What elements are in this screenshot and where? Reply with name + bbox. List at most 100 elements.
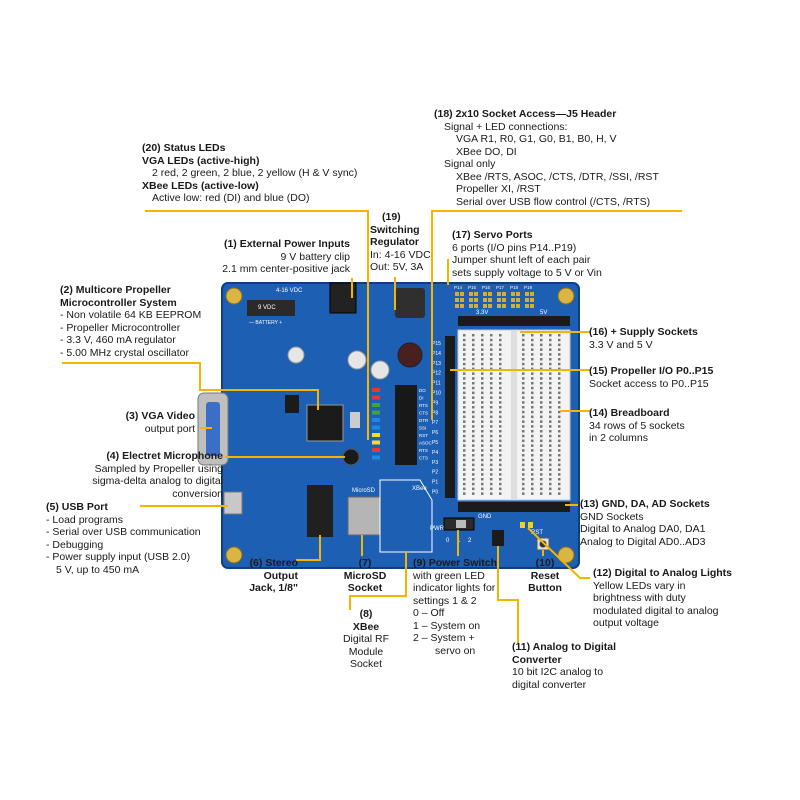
breadboard-socket (531, 377, 534, 380)
annotation-15-title: (15) Propeller I/O P0..P15 (589, 365, 714, 377)
breadboard-socket (522, 343, 525, 347)
breadboard-socket (540, 473, 543, 476)
j5-pin-label: RTS (419, 448, 428, 453)
breadboard-socket (490, 492, 493, 495)
breadboard-socket (481, 473, 484, 476)
annotation-12-line: output voltage (593, 617, 659, 629)
breadboard-socket (481, 415, 484, 419)
annotation-2-title: (2) Multicore Propeller (60, 284, 171, 296)
breadboard-socket (490, 468, 493, 471)
breadboard-socket (472, 406, 475, 409)
breadboard-socket (472, 343, 475, 347)
breadboard-socket (490, 367, 493, 371)
servo-pin (488, 298, 492, 302)
breadboard-socket (549, 444, 552, 447)
eeprom-chip (285, 395, 299, 413)
breadboard-socket (490, 473, 493, 476)
breadboard-socket (499, 473, 502, 476)
breadboard-socket (499, 401, 502, 404)
breadboard-socket (540, 420, 543, 423)
annotation-9-line: servo on (435, 644, 476, 657)
breadboard-socket (522, 372, 525, 375)
servo-pin (511, 304, 515, 308)
breadboard-socket (499, 430, 502, 433)
annotation-5-line: - Debugging (46, 538, 104, 551)
breadboard-socket (499, 391, 502, 395)
breadboard-socket (463, 338, 466, 342)
breadboard-socket (540, 358, 543, 361)
microsd-socket (347, 496, 381, 536)
breadboard-socket (549, 406, 552, 409)
annotation-9-line: settings 1 & 2 (413, 594, 477, 607)
servo-pin (455, 292, 459, 296)
breadboard-socket (549, 415, 552, 419)
breadboard-socket (549, 372, 552, 375)
battery-rating-label: 9 VDC (258, 305, 276, 311)
status-led (372, 418, 380, 422)
breadboard-socket (499, 468, 502, 471)
annotation-17-line: 6 ports (I/O pins P14..P19) (452, 241, 577, 254)
breadboard-socket (558, 382, 561, 385)
breadboard-socket (481, 439, 484, 443)
breadboard-socket (522, 334, 525, 337)
status-led (372, 440, 380, 445)
breadboard-socket (490, 362, 493, 366)
breadboard-socket (490, 353, 493, 356)
breadboard-socket (522, 434, 525, 438)
breadboard-socket (481, 478, 484, 481)
capacitor-icon (397, 342, 423, 368)
breadboard-socket (490, 377, 493, 380)
annotation-18-line: Signal only (444, 158, 496, 170)
breadboard-socket (490, 410, 493, 414)
breadboard-socket (522, 420, 525, 423)
breadboard-socket (522, 401, 525, 404)
breadboard-socket (549, 382, 552, 385)
breadboard-socket (558, 353, 561, 356)
annotation-4-line: conversion (172, 487, 223, 500)
annotation-1-line: 2.1 mm center-positive jack (222, 263, 350, 275)
breadboard-socket (531, 367, 534, 371)
breadboard-socket (522, 468, 525, 471)
servo-pin (483, 304, 487, 308)
breadboard-socket (472, 415, 475, 419)
breadboard-socket (463, 362, 466, 366)
breadboard-socket (472, 444, 475, 447)
breadboard-socket (549, 434, 552, 438)
servo-pin (525, 298, 529, 302)
annotation-11-line: 10 bit I2C analog to (512, 666, 604, 678)
annotation-5-line: - Load programs (46, 513, 124, 526)
breadboard-socket (522, 382, 525, 385)
breadboard-socket (558, 338, 561, 342)
annotation-12-line: brightness with duty (593, 592, 686, 604)
propeller-io-label: P14 (432, 351, 441, 357)
annotation-11-title: (11) Analog to Digital (512, 641, 617, 653)
servo-pin (460, 298, 464, 302)
capacitor-icon (370, 360, 390, 380)
annotation-15: (15) Propeller I/O P0..P15 Socket access… (589, 365, 713, 390)
breadboard-socket (472, 439, 475, 443)
breadboard-socket (540, 401, 543, 404)
breadboard-socket (540, 434, 543, 438)
breadboard-socket (490, 439, 493, 443)
breadboard-socket (549, 468, 552, 471)
annotation-17: (17) Servo Ports 6 ports (I/O pins P14..… (452, 229, 602, 279)
breadboard-socket (490, 406, 493, 409)
annotation-12-line: modulated digital to analog (593, 604, 719, 617)
breadboard-socket (558, 415, 561, 419)
status-led (372, 395, 380, 400)
annotation-9-line: 1 – System on (413, 619, 481, 632)
breadboard-socket (558, 425, 561, 428)
j5-pin-label: RST (419, 433, 428, 438)
breadboard-socket (549, 391, 552, 395)
switching-regulator-inductor (395, 288, 425, 318)
breadboard-socket (549, 478, 552, 481)
breadboard-socket (499, 343, 502, 347)
breadboard-socket (531, 396, 534, 399)
breadboard-socket (522, 487, 525, 491)
breadboard-socket (522, 396, 525, 399)
servo-pin (525, 304, 529, 308)
breadboard-socket (472, 458, 475, 462)
annotation-18-line: Serial over USB flow control (/CTS, /RTS… (456, 195, 651, 208)
breadboard-socket (463, 334, 466, 337)
annotation-13-line: Analog to Digital AD0..AD3 (580, 535, 706, 548)
